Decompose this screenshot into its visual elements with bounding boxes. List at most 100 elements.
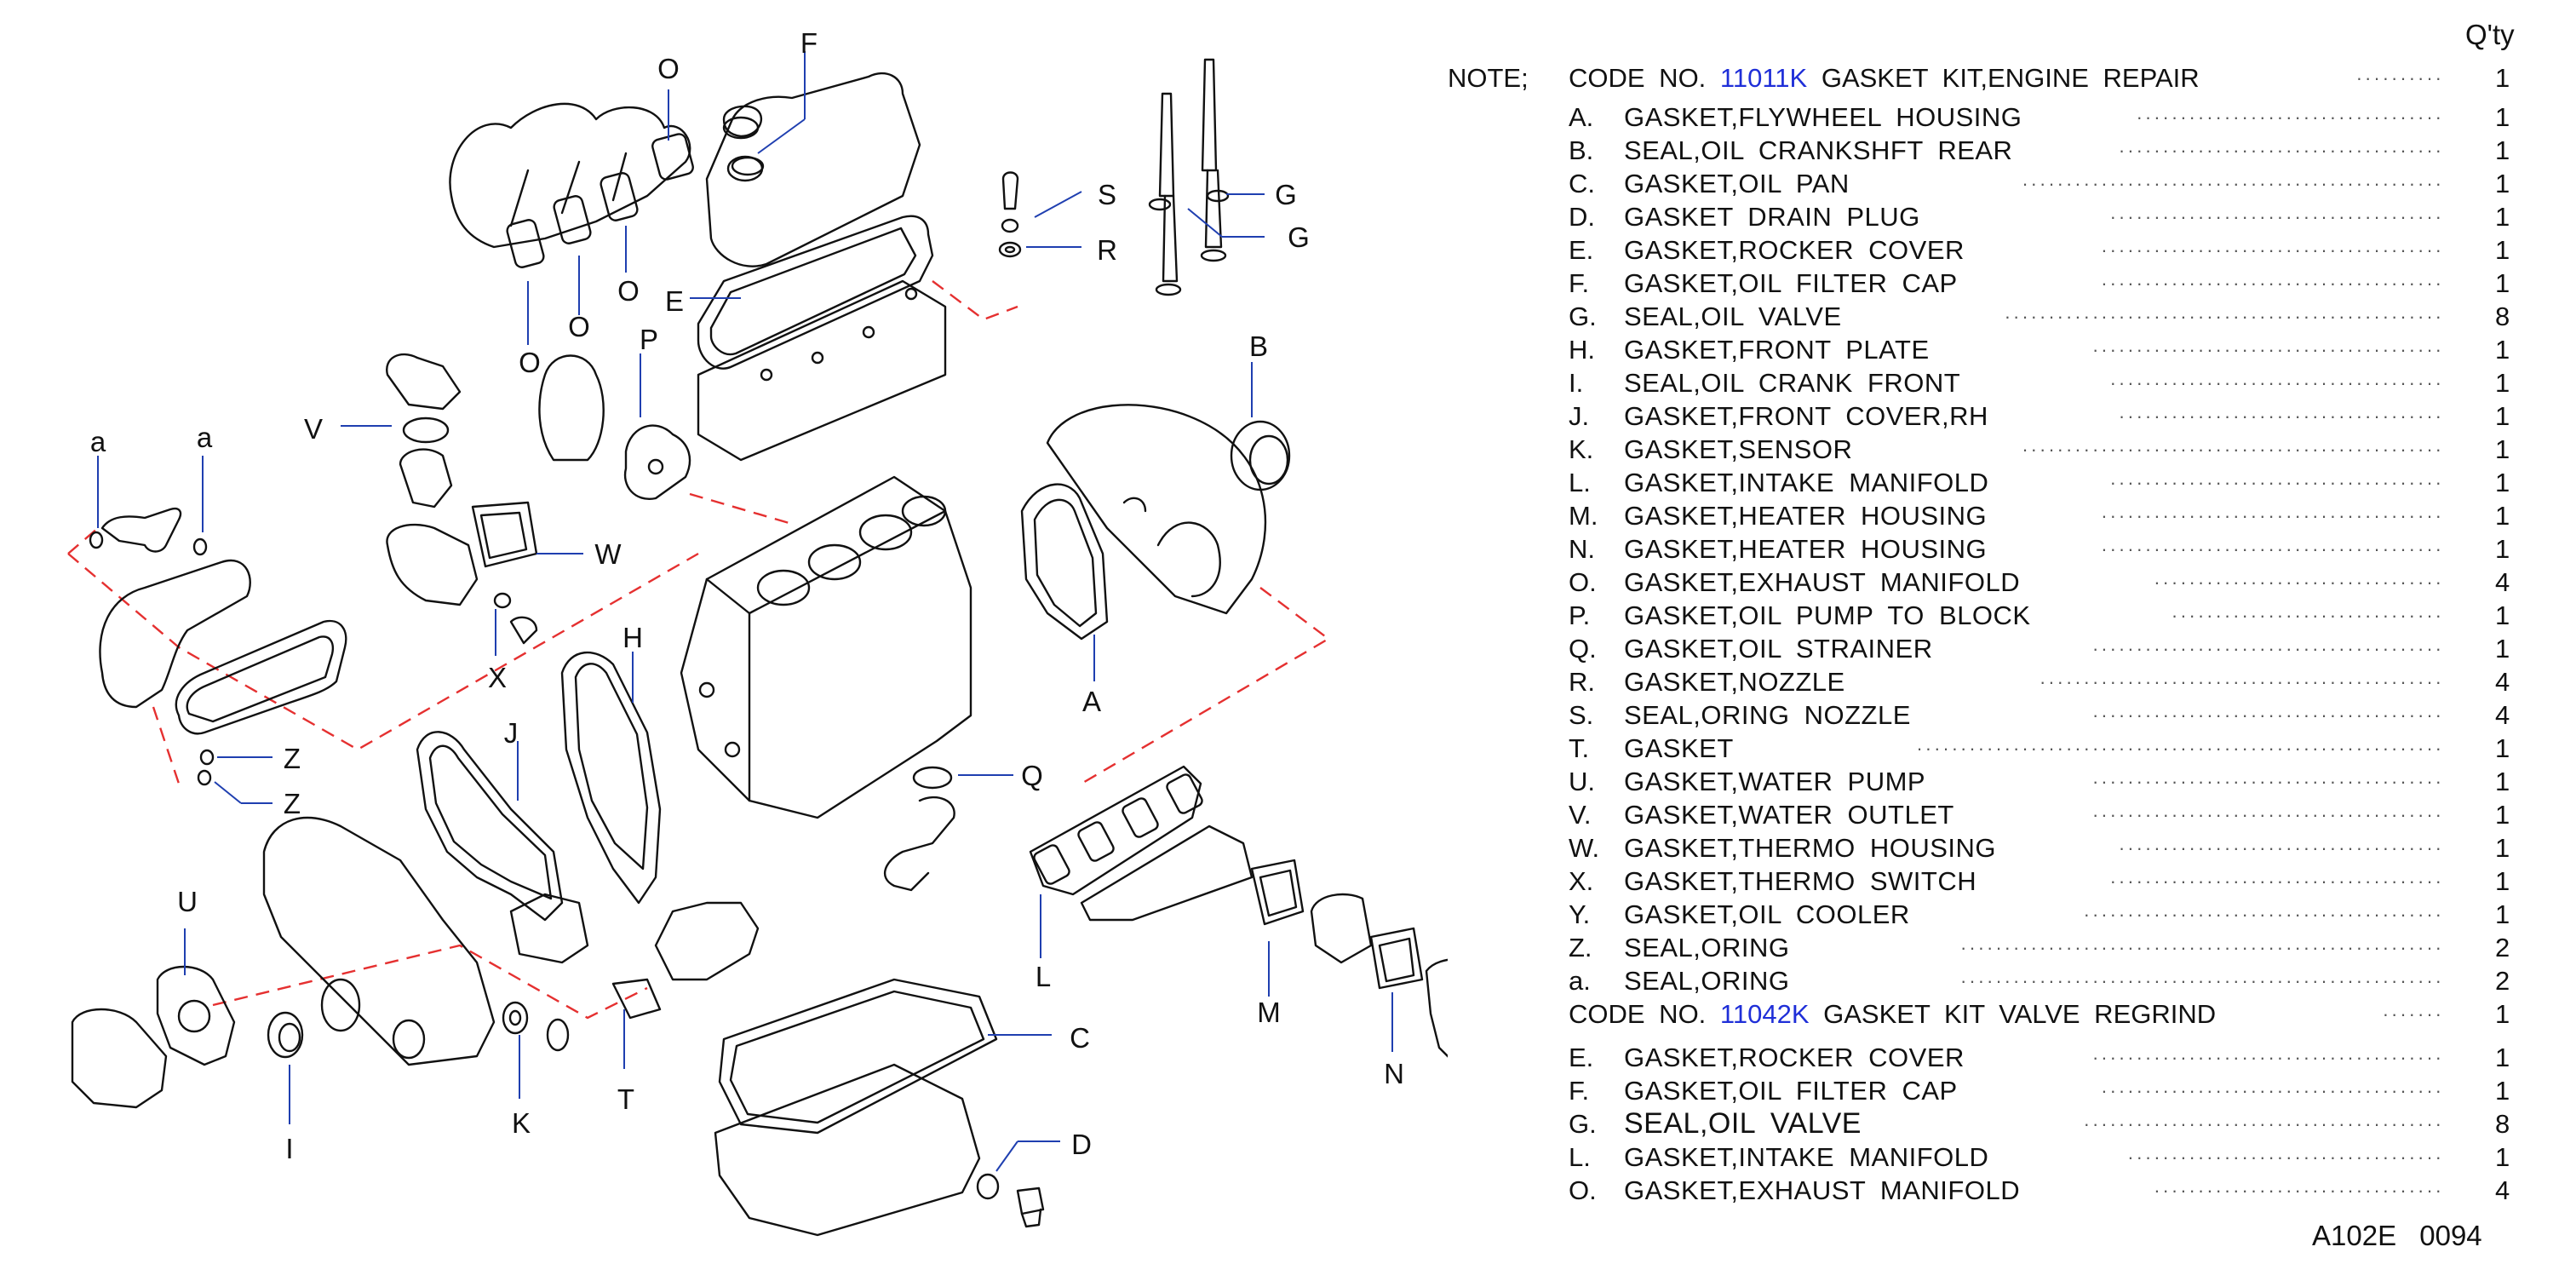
callout-label: S	[1098, 179, 1116, 210]
list-item: O.GASKET,EXHAUST MANIFOLD···············…	[1448, 566, 2512, 599]
oil-cooler	[175, 619, 347, 735]
item-qty: 2	[2495, 933, 2510, 962]
engine-block	[680, 475, 972, 819]
leader-dots: ·······································	[2101, 239, 2444, 261]
item-letter: U.	[1569, 767, 1595, 796]
list-item: N.GASKET,HEATER HOUSING·················…	[1448, 532, 2512, 566]
list-item: I.SEAL,OIL CRANK FRONT··················…	[1448, 366, 2512, 399]
heater-housing-m	[1250, 859, 1373, 964]
item-qty: 1	[2495, 899, 2510, 929]
kit-code[interactable]: 11042K	[1719, 999, 1810, 1029]
list-item: M.GASKET,HEATER HOUSING·················…	[1448, 499, 2512, 532]
flywheel-gasket-a	[1020, 483, 1109, 641]
item-letter: H.	[1569, 335, 1595, 365]
callout-label: X	[488, 662, 507, 693]
item-qty: 1	[2495, 468, 2510, 497]
water-outlet	[386, 353, 462, 508]
assembly-dash-lines	[67, 280, 1331, 1020]
kit-header-11011k: NOTE; CODE NO. 11011K GASKET KIT,ENGINE …	[1448, 61, 2512, 95]
front-cover-gasket-j	[416, 731, 564, 922]
leader-dots: ···································	[2136, 106, 2444, 128]
callout-leader-lines	[97, 51, 1393, 1172]
oil-strainer-q	[884, 766, 955, 892]
leader-dots: ········································…	[1960, 970, 2444, 991]
kit-code-line: CODE NO. 11042K GASKET KIT VALVE REGRIND	[1569, 997, 2216, 1031]
item-letter: P.	[1569, 600, 1591, 630]
item-description: GASKET,OIL FILTER CAP	[1624, 268, 1958, 298]
leader-dots: ········································…	[2022, 439, 2444, 460]
list-item: S.SEAL,ORING NOZZLE·····················…	[1448, 698, 2512, 732]
item-letter: W.	[1569, 833, 1600, 863]
list-item: F.GASKET,OIL FILTER CAP·················…	[1448, 267, 2512, 300]
list-item: J.GASKET,FRONT COVER,RH·················…	[1448, 399, 2512, 433]
callout-labels: O F S R G G E O O O P B a a V W X H J A …	[90, 27, 1404, 1164]
kit-code[interactable]: 11011K	[1719, 63, 1808, 93]
water-pump-gasket-u	[156, 965, 236, 1066]
callout-label: Q	[1021, 760, 1043, 791]
cylinder-head	[697, 279, 947, 462]
item-letter: D.	[1569, 202, 1595, 232]
item-description: GASKET,EXHAUST MANIFOLD	[1624, 567, 2021, 597]
intake-manifold-l	[1029, 765, 1254, 922]
callout-label: Z	[284, 743, 301, 774]
item-letter: V.	[1569, 800, 1592, 830]
callout-label: W	[594, 538, 622, 570]
item-description: GASKET DRAIN PLUG	[1624, 202, 1920, 232]
item-letter: B.	[1569, 135, 1594, 165]
item-description: GASKET,WATER OUTLET	[1624, 800, 1954, 830]
list-item: A.GASKET,FLYWHEEL HOUSING···············…	[1448, 101, 2512, 134]
callout-label: O	[657, 53, 680, 84]
item-qty: 4	[2495, 1175, 2510, 1205]
item-letter: L.	[1569, 1142, 1591, 1172]
crank-front-seal-i	[267, 1011, 304, 1059]
parts-list: Q'ty NOTE; CODE NO. 11011K GASKET KIT,EN…	[1448, 0, 2576, 1264]
leader-dots: ·····································	[2118, 140, 2444, 161]
oil-pan	[714, 1063, 981, 1237]
callout-label: J	[504, 717, 519, 749]
item-letter: T.	[1569, 733, 1590, 763]
oil-cooler-unit	[611, 901, 760, 1020]
callout-label: T	[617, 1083, 634, 1115]
item-qty: 1	[2495, 833, 2510, 863]
list-item: D.GASKET DRAIN PLUG·····················…	[1448, 200, 2512, 233]
code-prefix: CODE NO.	[1569, 63, 1707, 93]
list-item: E.GASKET,ROCKER COVER···················…	[1448, 233, 2512, 267]
leader-dots: ·······································	[2101, 1080, 2444, 1101]
item-qty: 1	[2495, 733, 2510, 763]
thermo-housing	[386, 501, 538, 645]
water-pipe-a	[89, 508, 208, 556]
leader-dots: ······································	[2109, 472, 2444, 493]
item-description: GASKET,SENSOR	[1624, 434, 1853, 464]
list-item: G.SEAL,OIL VALVE························…	[1448, 300, 2512, 333]
exhaust-gaskets-o	[506, 133, 694, 268]
note-label: NOTE;	[1448, 63, 1529, 93]
callout-label: a	[197, 422, 213, 453]
item-description: GASKET,FLYWHEEL HOUSING	[1624, 102, 2022, 132]
item-description: GASKET,ROCKER COVER	[1624, 235, 1965, 265]
list-item: B.SEAL,OIL CRANKSHFT REAR···············…	[1448, 134, 2512, 167]
kit-qty: 1	[2495, 999, 2510, 1029]
exhaust-manifold-top	[449, 102, 691, 249]
item-qty: 1	[2495, 169, 2510, 198]
leader-dots: ········································	[2091, 339, 2444, 360]
callout-label: K	[512, 1107, 531, 1139]
item-qty: 1	[2495, 135, 2510, 165]
callout-label: P	[640, 324, 658, 355]
callout-label: A	[1082, 686, 1101, 717]
item-letter: X.	[1569, 866, 1594, 896]
front-cover-gasket-lower	[509, 893, 589, 964]
callout-label: M	[1257, 997, 1281, 1028]
item-description: GASKET,NOZZLE	[1624, 667, 1845, 697]
list-item: X.GASKET,THERMO SWITCH··················…	[1448, 865, 2512, 898]
callout-label: H	[622, 622, 643, 653]
leader-dots: ·······································	[2101, 273, 2444, 294]
item-qty: 1	[2495, 268, 2510, 298]
item-letter: E.	[1569, 1043, 1594, 1072]
callout-label: N	[1384, 1058, 1404, 1089]
leader-dots: ·····································	[2118, 837, 2444, 859]
figure-reference: A102E 0094	[2312, 1220, 2482, 1251]
item-description: SEAL,OIL VALVE	[1624, 1107, 1862, 1140]
callout-label: C	[1070, 1022, 1090, 1054]
callout-label: B	[1249, 330, 1268, 362]
callout-label: O	[568, 311, 590, 342]
